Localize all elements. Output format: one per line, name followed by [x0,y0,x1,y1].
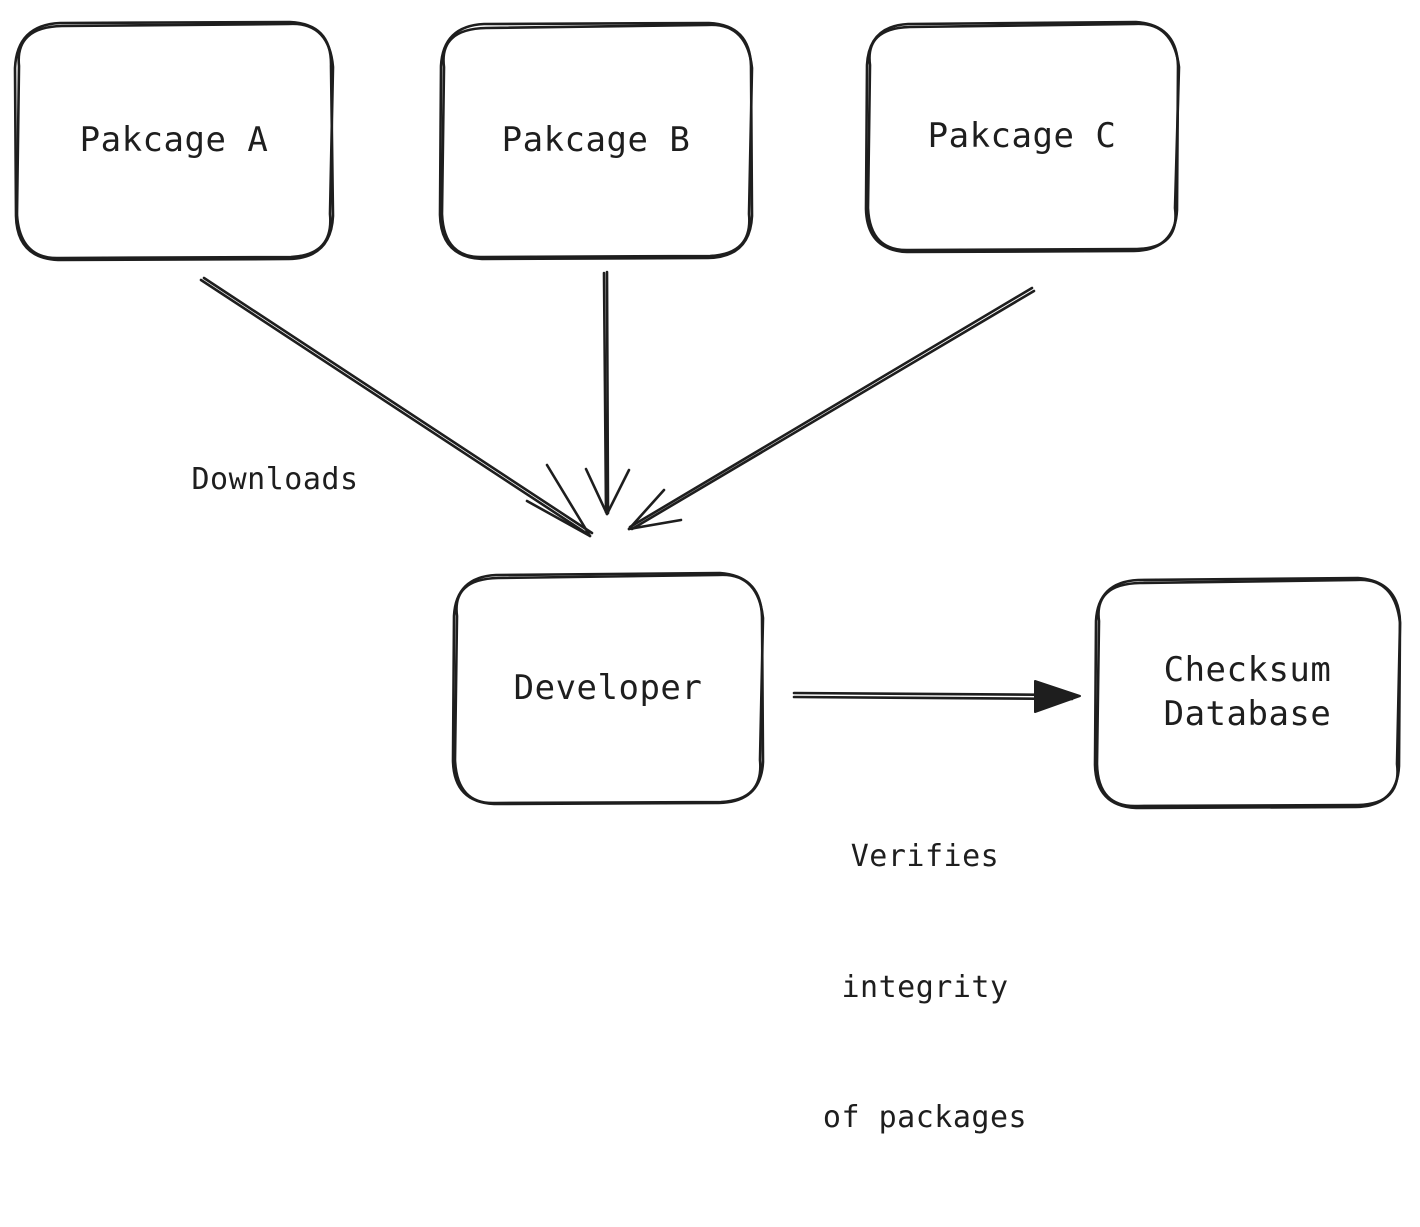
node-package-a-shape[interactable] [13,20,335,262]
edge-package-a-developer[interactable] [199,276,594,538]
edge-package-c-developer[interactable] [627,286,1036,531]
node-checksum-database-shape[interactable] [1093,576,1402,810]
diagram-canvas: Pakcage A Pakcage B Pakcage C Developer … [13,20,1402,1135]
edge-package-b-developer[interactable] [584,270,631,516]
edge-label-verifies-line-3: of packages [822,1100,1028,1135]
edge-developer-checksum[interactable] [792,680,1081,713]
node-package-c-shape[interactable] [864,20,1181,254]
diagram-sketch-layer [13,20,1402,810]
edge-label-verifies-line-2: integrity [841,969,1009,1005]
node-developer-shape[interactable] [451,571,765,806]
node-package-b-shape[interactable] [438,21,754,261]
